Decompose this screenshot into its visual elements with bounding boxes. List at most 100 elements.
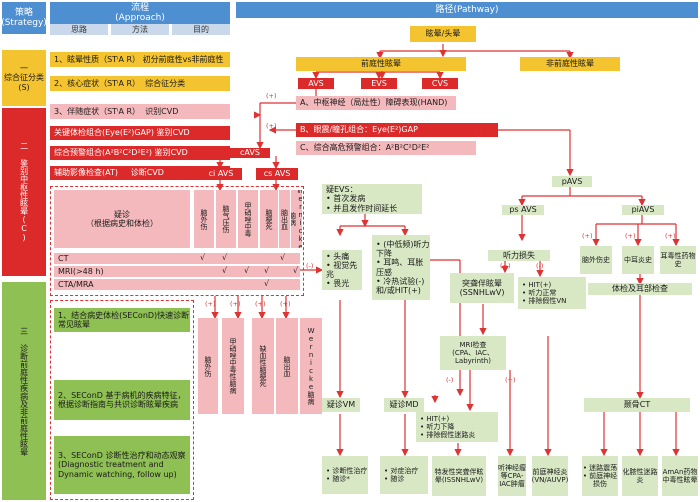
sign-plus-c1: (+) bbox=[205, 300, 216, 308]
md-outcome: • 对症治疗 • 随诊 bbox=[380, 456, 428, 494]
criterion-c: C、综合高危预警组合：A²B²C²D²E² bbox=[296, 141, 476, 155]
sign-plus-c2: (+) bbox=[230, 300, 241, 308]
sign-minus-mri: (-) bbox=[446, 376, 454, 384]
check-mri-4: √ bbox=[264, 266, 270, 275]
ear-exam: 体检及耳部检查 bbox=[588, 283, 692, 295]
section3-item-2: 2、SEConD 基于病机的疾病特征，根据诊断指南与共识诊断眩晕疾病 bbox=[54, 380, 190, 420]
aman-box: AmAn药物中毒性眩晕 bbox=[662, 456, 698, 496]
check-3-goal: 诊断CVD bbox=[130, 168, 164, 178]
step-1: 1、眩晕性质（STⁱA R） 初分前庭性vs非前庭性 bbox=[50, 52, 230, 67]
purulent-labyrinthitis: 化脓性迷路炎 bbox=[622, 456, 658, 496]
check-mri-6: √ bbox=[293, 266, 299, 275]
sign-minus-b: (-) bbox=[474, 127, 482, 135]
sshnl-box: 突聋伴眩晕(SSNHLwV) bbox=[450, 273, 514, 303]
check-3-text: 辅助影像检查(AT) bbox=[54, 168, 118, 178]
piavs-node: piAVS bbox=[622, 205, 664, 215]
band-three: 三 诊断前庭性疾病及非前庭性眩晕 bbox=[2, 282, 46, 500]
confirm-col-1: 脑外伤 bbox=[198, 318, 218, 414]
sign-plus-c4: (+) bbox=[280, 300, 291, 308]
section3-item-1: 1、结合病史体检(SEConD)快速诊断常见眩晕 bbox=[54, 308, 190, 332]
sign-plus-mri: (+) bbox=[505, 376, 516, 384]
issnhl-box: 特发性突聋伴眩晕(ISSNHLwV) bbox=[432, 456, 486, 496]
confirm-col-5: Wernicke脑病 bbox=[300, 318, 322, 414]
suspect-col-2: 脑气压伤 bbox=[216, 190, 236, 248]
suspect-col-3: 甲硝唑中毒 bbox=[238, 190, 258, 248]
header-sub-method: 方法 bbox=[111, 24, 169, 35]
evs-node: EVS bbox=[361, 78, 397, 89]
criterion-a: A、中枢神经（局灶性）障碍表现(HAND) bbox=[296, 96, 456, 110]
header-sub-thinking: 思路 bbox=[50, 24, 108, 35]
row-mri: MRI(>48 h) bbox=[54, 266, 300, 277]
avs-node: AVS bbox=[298, 78, 334, 89]
sign-plus-b: (+) bbox=[266, 122, 277, 130]
sign-plus-c3: (+) bbox=[255, 300, 266, 308]
sign-minus-ps: (-) bbox=[536, 262, 544, 270]
check-1-text: 关键体检组合(Eye(E²)GAP) bbox=[54, 128, 154, 138]
suspect-col-6: Wernicke脑病 bbox=[291, 190, 302, 248]
root-vertigo: 眩晕/头晕 bbox=[410, 26, 476, 42]
suspect-col-1: 脑外伤 bbox=[194, 190, 214, 248]
check-cta-4: √ bbox=[264, 279, 270, 288]
hearing-loss: 听力损失 bbox=[488, 250, 550, 261]
header-process: 流程 (Approach) bbox=[50, 2, 230, 24]
header-strategy: 策略 (Strategy) bbox=[2, 2, 46, 34]
hit-normal: • HIT(+) • 听力正常 • 排除假性VN bbox=[518, 277, 586, 309]
ciavs-node: ci AVS bbox=[200, 168, 242, 180]
step-1-goal: 初分前庭性vs非前庭性 bbox=[142, 54, 224, 64]
otitis-history: 中耳炎史 bbox=[622, 246, 654, 274]
pavs-node: pAVS bbox=[552, 176, 592, 187]
hit-labyrinth: • HIT(+) • 听力下降 • 排除假性迷路炎 bbox=[416, 412, 498, 442]
section3-frame bbox=[50, 300, 194, 500]
check-2-text: 综合预警组合(A²B²C²D²E²) bbox=[54, 148, 153, 158]
vestibular-vertigo: 前庭性眩晕 bbox=[296, 57, 466, 71]
evs-headache: • 头痛 • 视觉先兆 • 畏光 bbox=[322, 250, 362, 290]
suspect-frame bbox=[50, 186, 304, 296]
psavs-node: ps AVS bbox=[502, 205, 544, 215]
sign-plus-a: (+) bbox=[266, 92, 277, 100]
band-two: 二 鉴别中枢性眩晕(C) bbox=[2, 108, 46, 276]
evs-hearing: • (中低频)听力下降 • 耳鸣、耳胀压感 • 冷热试验(-)和/或HIT(+) bbox=[372, 235, 430, 300]
labyrinth-concussion: • 迷路震荡 • 前庭神经损伤 bbox=[582, 456, 618, 496]
confirm-col-3: 缺血性脑梗死 bbox=[252, 318, 274, 414]
vm-outcome: • 诊断性治疗 • 随诊* bbox=[322, 456, 368, 494]
sign-minus-evs: (-) bbox=[306, 262, 314, 270]
check-ct-2: √ bbox=[222, 253, 228, 262]
row-cta: CTA/MRA bbox=[54, 279, 300, 290]
tumor-box: 听神经瘤等CPA-IAC肿瘤 bbox=[498, 456, 526, 496]
mri-box: MRI检查 (CPA、IAC、Labyrinth) bbox=[440, 336, 506, 370]
band-one: 一 综合征分类(S) bbox=[2, 50, 46, 106]
cvs-node: CVS bbox=[422, 78, 458, 89]
section3-item-3: 3、SEConD 诊断性治疗和动态观察(Diagnostic treatment… bbox=[54, 436, 190, 494]
suspect-label: 疑诊 （根据病史和体检） bbox=[54, 190, 190, 248]
check-1-goal: 鉴别CVD bbox=[156, 128, 190, 138]
check-mri-3: √ bbox=[244, 266, 250, 275]
step-1-text: 1、眩晕性质（STⁱA R） bbox=[54, 54, 141, 64]
check-ct-5: √ bbox=[280, 253, 286, 262]
criterion-b: B、眼震/瞳孔组合：Eye(E²)GAP bbox=[296, 123, 498, 137]
suspect-col-4: 脑梗死 bbox=[260, 190, 278, 248]
sign-plus-pi1: (+) bbox=[582, 232, 593, 240]
temporal-ct: 颞骨CT bbox=[584, 398, 690, 412]
evs-suspect: 疑EVS： • 首次发病 • 并且发作时间延长 bbox=[322, 184, 422, 214]
confirm-col-2: 甲硝唑中毒性脑病 bbox=[222, 318, 244, 414]
step-3-goal: 识别CVD bbox=[145, 106, 179, 116]
nonvestibular-vertigo: 非前庭性眩晕 bbox=[520, 57, 620, 71]
confirm-col-4: 脑出血 bbox=[276, 318, 298, 414]
ototoxic-history: 耳毒性药物史 bbox=[660, 246, 696, 274]
step-3: 3、伴随症状（STⁱA R） 识别CVD bbox=[50, 104, 230, 119]
check-mri-2: √ bbox=[222, 266, 228, 275]
csavs-node: cs AVS bbox=[256, 168, 298, 180]
sign-plus-pi3: (+) bbox=[665, 232, 676, 240]
step-2-text: 2、核心症状（STⁱA R） bbox=[54, 78, 141, 88]
sign-plus-pi2: (+) bbox=[625, 232, 636, 240]
brain-trauma-history: 脑外伤史 bbox=[580, 246, 612, 274]
sign-plus-ps: (+) bbox=[500, 262, 511, 270]
step-2: 2、核心症状（STⁱA R） 综合征分类 bbox=[50, 76, 230, 91]
cavs-node: cAVS bbox=[230, 148, 270, 158]
vn-box: 前庭神经炎(VN/AUVP) bbox=[532, 456, 568, 496]
header-path: 路径(Pathway) bbox=[236, 2, 698, 18]
step-2-goal: 综合征分类 bbox=[145, 78, 186, 88]
check-2-goal: 鉴别CVD bbox=[154, 148, 188, 158]
row-ct: CT bbox=[54, 253, 300, 264]
check-ct-1: √ bbox=[200, 253, 206, 262]
